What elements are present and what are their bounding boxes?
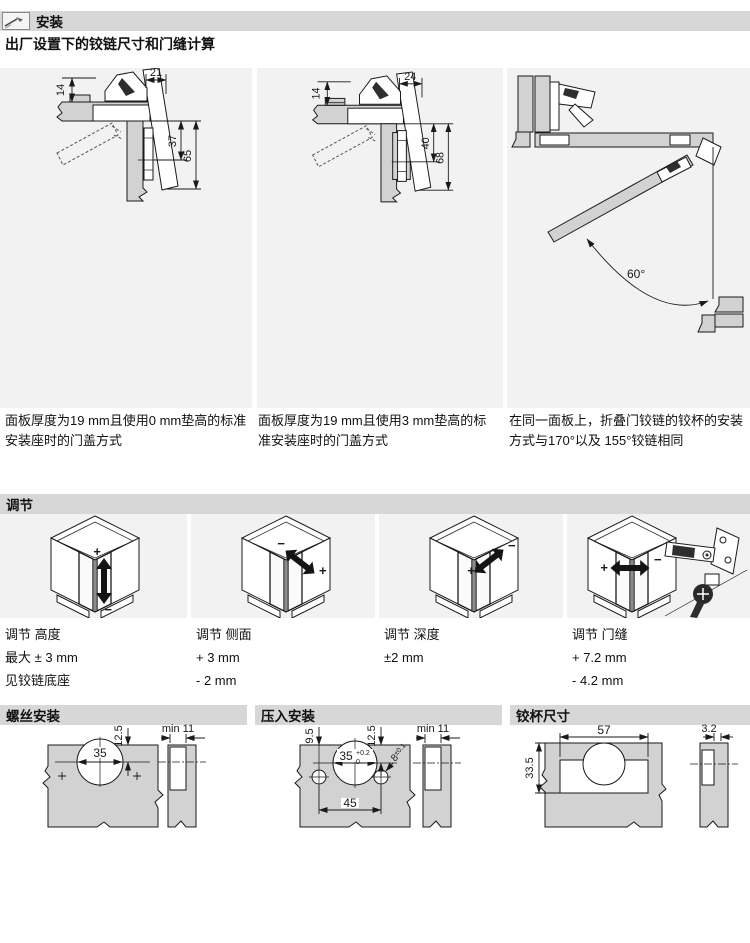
dim-label-edge-distance: 65 (182, 150, 194, 162)
depth-adjustment-diagram: + − (429, 515, 519, 618)
adjust-value: 见铰链底座 (5, 672, 71, 688)
section-bar-screw-mounting: 螺丝安装 (0, 705, 247, 725)
adjust-caption-height: 调节 高度 最大 ± 3 mm 见铰链底座 (5, 624, 180, 692)
adjust-caption-depth: 调节 深度 ±2 mm (384, 624, 559, 670)
adjust-panel-gap: + − (567, 514, 750, 618)
adjust-name: 调节 深度 (384, 627, 440, 642)
caption-hinge-0mm: 面板厚度为19 mm且使用0 mm垫高的标准安装座时的门盖方式 (5, 413, 247, 448)
dim-label-opening-angle: 60° (627, 267, 645, 281)
dim-label-min-depth: min 11 (417, 724, 449, 735)
adjust-value: ±2 mm (384, 649, 424, 665)
section-title-installation: 安装 (36, 15, 63, 30)
press-mounting-drawing: 35 +0.2 0 9.5 12.5 45 8±0.1 (255, 724, 505, 842)
hinge-and-screwdriver-art (664, 527, 748, 618)
section-title-screw-mounting: 螺丝安装 (6, 709, 60, 724)
dim-label-cup-height: 33.5 (524, 757, 536, 778)
adjust-caption-gap: 调节 门缝 + 7.2 mm - 4.2 mm (572, 624, 747, 692)
dim-label-edge-distance: 12.5 (113, 725, 125, 746)
section-bar-installation: 安装 (0, 11, 750, 31)
dim-label-cup-tolerance-lower: 0 (356, 759, 360, 766)
dim-label-cup-tolerance-upper: +0.2 (356, 750, 370, 757)
hinge-cross-section-0mm: 14 21 37 65 (55, 68, 201, 202)
dim-label-cup-width: 57 (597, 724, 611, 737)
adjust-value: + 7.2 mm (572, 649, 627, 665)
adjust-value: 最大 ± 3 mm (5, 649, 78, 665)
minus-sign: − (277, 536, 285, 551)
adjust-value: - 4.2 mm (572, 672, 624, 688)
adjust-value: - 2 mm (196, 672, 237, 688)
adjust-name: 调节 高度 (5, 627, 61, 642)
dim-label-cup-diameter: 35 (93, 746, 107, 760)
dim-label-hole-edge-distance: 9.5 (304, 728, 316, 743)
plus-sign: + (467, 563, 475, 578)
minus-sign: − (508, 538, 516, 553)
section-title-press-mounting: 压入安装 (261, 709, 315, 724)
minus-sign: − (654, 552, 662, 567)
diagram-panel-hinge-3mm: 14 24 40 68 (257, 68, 503, 408)
gap-adjustment-diagram: + − (587, 515, 748, 618)
dim-label-edge-distance: 68 (434, 152, 446, 164)
section-title-cup-dimensions: 铰杯尺寸 (516, 709, 570, 724)
dim-label-cup-distance: 40 (420, 137, 432, 149)
adjust-name: 调节 侧面 (196, 627, 252, 642)
section-bar-press-mounting: 压入安装 (255, 705, 502, 725)
plus-sign: + (93, 544, 101, 559)
dim-label-overlay-top: 14 (310, 88, 322, 100)
diagram-panel-hinge-0mm: 14 21 37 65 (0, 68, 252, 408)
dim-label-min-depth: min 11 (162, 724, 194, 735)
dim-label-edge-distance: 12.5 (366, 725, 378, 746)
plus-sign: + (600, 560, 608, 575)
minus-sign: − (104, 602, 112, 617)
page-subtitle: 出厂设置下的铰链尺寸和门缝计算 (5, 36, 215, 52)
dim-label-door-offset: 21 (150, 68, 162, 79)
plus-sign: + (319, 563, 327, 578)
dim-label-door-offset: 24 (404, 71, 416, 83)
adjust-panel-depth: + − (379, 514, 563, 618)
screw-mounting-drawing: 35 12.5 min 11 (0, 724, 252, 842)
hinge-cross-section-3mm: 14 24 40 68 (310, 71, 454, 203)
section-bar-cup-dimensions: 铰杯尺寸 (510, 705, 750, 725)
diagram-panel-folding-door: 60° (507, 68, 750, 408)
adjust-name: 调节 门缝 (572, 627, 628, 642)
adjust-panel-height: + − (0, 514, 187, 618)
dim-label-cup-distance: 37 (167, 135, 179, 147)
dim-label-overlay-top: 14 (55, 84, 67, 96)
dim-label-cup-diameter: 35 (339, 749, 353, 763)
section-bar-adjustment: 调节 (0, 494, 750, 514)
folding-door-opening-diagram: 60° (511, 75, 744, 333)
dim-label-hole-span: 45 (343, 796, 357, 810)
caption-folding-door: 在同一面板上，折叠门铰链的铰杯的安装方式与170°以及 155°铰链相同 (509, 413, 744, 448)
adjust-value: + 3 mm (196, 649, 240, 665)
cup-dimensions-drawing: 57 33.5 3.2 (505, 724, 750, 842)
adjust-caption-side: 调节 侧面 + 3 mm - 2 mm (196, 624, 371, 692)
installation-icon (2, 12, 30, 30)
section-title-adjustment: 调节 (6, 498, 33, 513)
dim-label-rim-thickness: 3.2 (701, 724, 716, 735)
height-adjustment-diagram: + − (50, 515, 140, 618)
adjust-panel-side: − + (191, 514, 375, 618)
side-adjustment-diagram: − + (241, 515, 331, 618)
caption-hinge-3mm: 面板厚度为19 mm且使用3 mm垫高的标准安装座时的门盖方式 (258, 413, 487, 448)
